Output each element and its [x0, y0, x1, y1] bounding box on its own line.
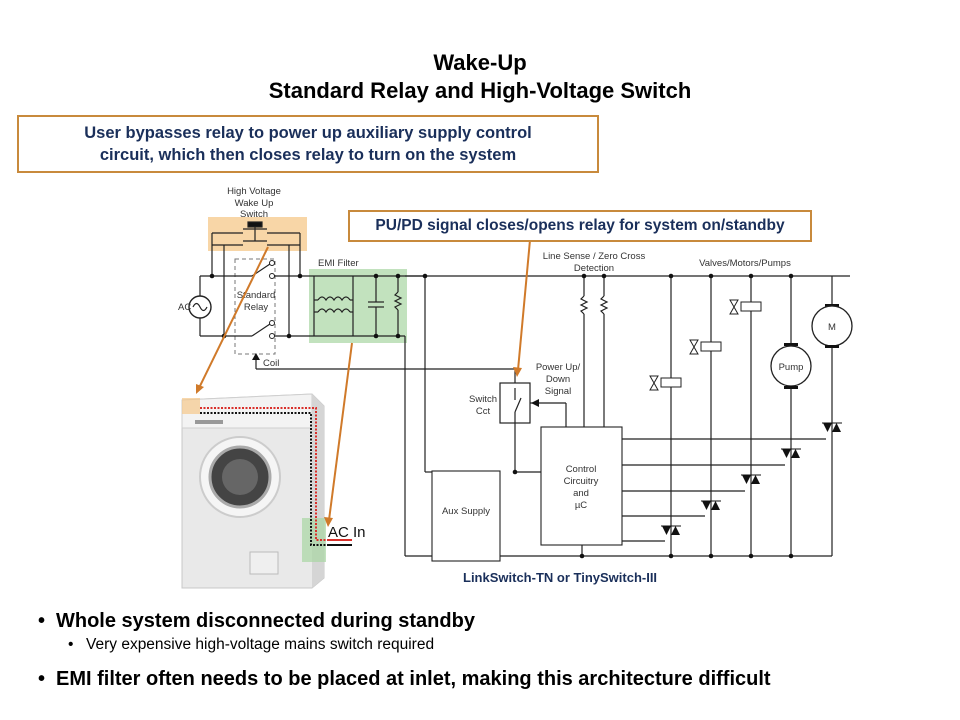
- callout-user-bypass: User bypasses relay to power up auxiliar…: [17, 115, 599, 173]
- bullet-text: EMI filter often needs to be placed at i…: [56, 668, 771, 690]
- label-control-4: µC: [575, 500, 587, 511]
- coil-arrow-icon: [252, 353, 260, 360]
- label-power-up-2: Down: [546, 374, 570, 385]
- label-coil: Coil: [263, 358, 279, 369]
- slide-title-line1: Wake-Up: [433, 50, 527, 75]
- ac-source-symbol: [188, 295, 212, 319]
- label-relay-2: Relay: [244, 302, 269, 313]
- label-control-2: Circuitry: [564, 476, 599, 487]
- label-hv-switch-3: Switch: [240, 209, 268, 220]
- label-aux-supply: Aux Supply: [442, 506, 490, 517]
- motor-icon: [811, 304, 853, 348]
- washing-machine-image: [181, 393, 352, 589]
- label-motor: M: [828, 322, 836, 333]
- signal-arrow-icon: [531, 399, 539, 407]
- label-hv-switch-1: High Voltage: [227, 186, 281, 197]
- bullet-glyph: •: [68, 636, 74, 653]
- triac-icons: [661, 422, 842, 535]
- aux-supply-box: [431, 470, 501, 562]
- bullet-subitem: • Very expensive high-voltage mains switc…: [38, 634, 938, 656]
- callout-line2: circuit, which then closes relay to turn…: [99, 146, 517, 164]
- bullet-list: • Whole system disconnected during standb…: [38, 608, 938, 692]
- label-line-sense-1: Line Sense / Zero Cross: [543, 251, 646, 262]
- slide-title-line2: Standard Relay and High-Voltage Switch: [268, 78, 692, 103]
- label-ac-in: AC In: [328, 524, 366, 541]
- bullet-item: • EMI filter often needs to be placed at …: [38, 666, 938, 692]
- label-loads: Valves/Motors/Pumps: [699, 258, 791, 269]
- label-power-up-3: Signal: [545, 386, 571, 397]
- callout-line1: User bypasses relay to power up auxiliar…: [84, 124, 532, 142]
- label-hv-switch-2: Wake Up: [235, 198, 274, 209]
- hv-switch-symbol: [211, 221, 301, 336]
- callout-pupd-signal: PU/PD signal closes/opens relay for syst…: [348, 210, 812, 242]
- label-power-up-1: Power Up/: [536, 362, 581, 373]
- label-control-3: and: [573, 488, 589, 499]
- label-ac: AC: [178, 302, 191, 313]
- label-relay-1: Standard: [237, 290, 276, 301]
- label-switch-cct-1: Switch: [469, 394, 497, 405]
- bullet-text: Very expensive high-voltage mains switch…: [86, 636, 435, 653]
- arrowhead-icon: [513, 367, 522, 377]
- bullet-text: Whole system disconnected during standby: [56, 610, 475, 632]
- emi-filter-highlight: [309, 269, 407, 343]
- control-circuitry-box: [540, 426, 623, 546]
- valve-icon: [649, 299, 762, 391]
- label-ic: LinkSwitch-TN or TinySwitch-III: [463, 570, 657, 585]
- bullet-item: • Whole system disconnected during standb…: [38, 608, 938, 634]
- arrowhead-icon: [324, 517, 333, 527]
- label-emi-filter: EMI Filter: [318, 258, 359, 269]
- junction-dots: [209, 273, 794, 559]
- label-line-sense-2: Detection: [574, 263, 614, 274]
- label-switch-cct-2: Cct: [476, 406, 491, 417]
- label-control-1: Control: [566, 464, 597, 475]
- arrowhead-icon: [196, 384, 204, 394]
- label-pump: Pump: [779, 362, 804, 373]
- relay-box: [234, 258, 276, 355]
- bullet-glyph: •: [38, 668, 46, 690]
- bullet-glyph: •: [38, 610, 46, 632]
- pump-icon: [770, 343, 812, 389]
- pointer-arrows: [198, 239, 531, 521]
